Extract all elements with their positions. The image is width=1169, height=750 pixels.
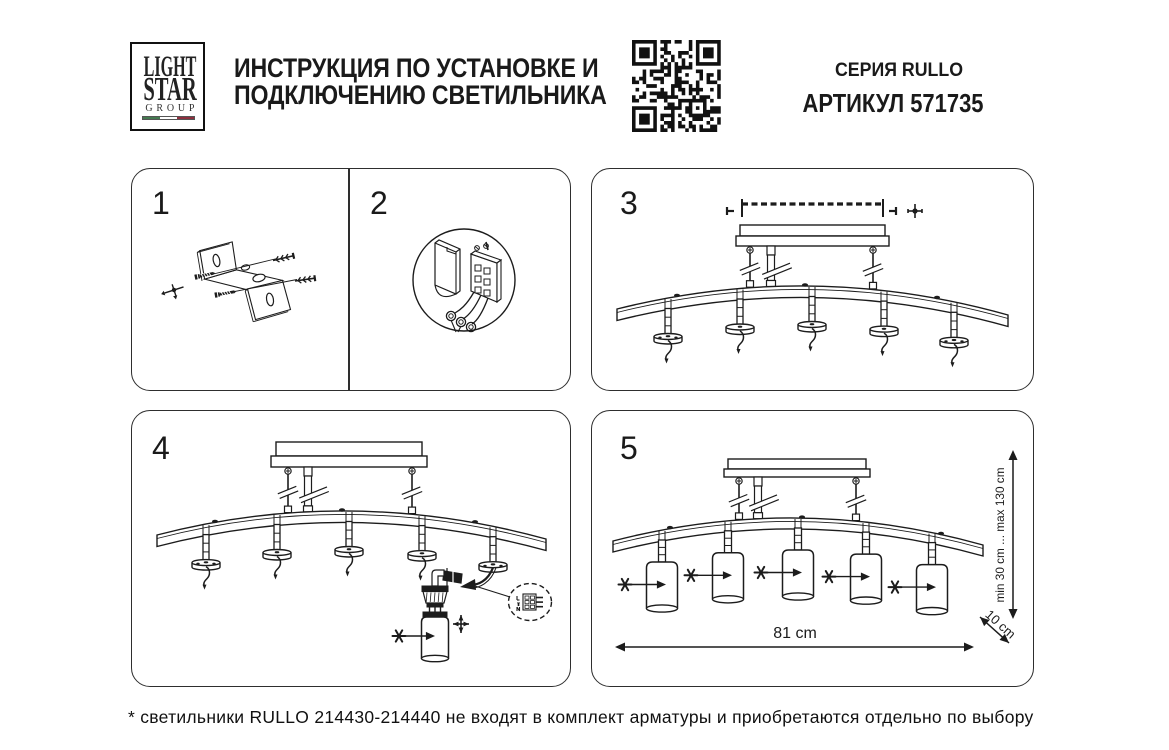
svg-text:min 30 cm ... max 130 cm: min 30 cm ... max 130 cm [993,467,1007,602]
svg-text:81 cm: 81 cm [773,625,817,642]
